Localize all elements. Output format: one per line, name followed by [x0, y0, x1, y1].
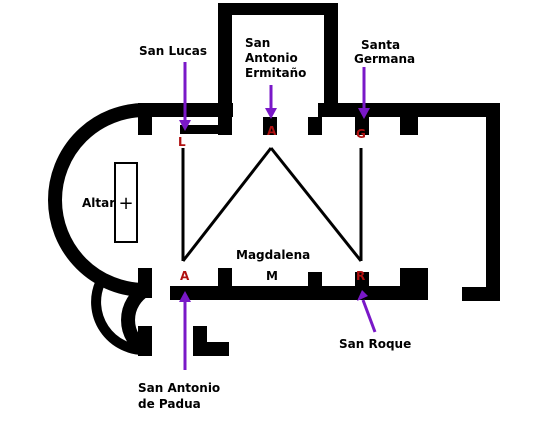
upper-pier-6 — [400, 117, 418, 135]
upper-wall-lower-left — [180, 125, 232, 134]
san-antonio-ermitano-label-3: Ermitaño — [245, 66, 306, 80]
arrowhead-san-lucas — [179, 120, 191, 131]
marker-a-bottom: A — [180, 269, 190, 283]
arrowhead-santa-germana — [358, 108, 370, 119]
side-chapel-wall — [121, 284, 149, 356]
marker-r: R — [356, 269, 365, 283]
arrowhead-san-antonio-padua — [179, 291, 191, 302]
marker-g: G — [356, 127, 366, 141]
vault-ribs — [181, 147, 363, 262]
san-antonio-padua-label-2: de Padua — [138, 397, 201, 411]
marker-l: L — [178, 135, 186, 149]
san-antonio-padua-label-1: San Antonio — [138, 381, 220, 395]
east-wall — [486, 103, 500, 301]
arrowhead-san-roque — [357, 290, 368, 301]
santa-germana-label-2: Germana — [354, 52, 415, 66]
apse-wall — [48, 103, 146, 297]
lower-wall-main — [170, 286, 428, 300]
tower-top-wall — [218, 3, 338, 15]
chapel-wall-bottom — [193, 342, 229, 356]
upper-pier-5 — [355, 117, 369, 135]
san-lucas-label: San Lucas — [139, 44, 207, 58]
arrowhead-san-antonio-ermitano — [265, 108, 277, 119]
lower-pier-3 — [308, 272, 322, 300]
side-chapel-outer — [91, 281, 146, 356]
tower-right-wall — [324, 3, 338, 105]
altar-box — [114, 162, 138, 243]
san-antonio-ermitano-label-2: Antonio — [245, 51, 298, 65]
magdalena-label: Magdalena — [236, 248, 310, 262]
east-wall-foot — [462, 287, 500, 301]
upper-pier-3 — [263, 117, 277, 135]
tower-left-wall — [218, 3, 232, 105]
marker-a-top: A — [267, 124, 277, 138]
upper-wall — [138, 103, 500, 301]
altar-cross: + — [118, 193, 133, 214]
altar-label: Altar — [82, 196, 115, 210]
san-roque-label: San Roque — [339, 337, 411, 351]
marker-m: M — [266, 269, 278, 283]
lower-pier-4 — [355, 272, 369, 300]
tower — [218, 3, 338, 105]
lower-pier-2 — [218, 268, 232, 300]
rib-diagonal-2 — [269, 147, 363, 262]
san-antonio-ermitano-label-1: San — [245, 36, 270, 50]
santa-germana-label-1: Santa — [361, 38, 400, 52]
rib-diagonal-1 — [181, 147, 273, 262]
upper-pier-2 — [218, 103, 232, 135]
upper-pier-4 — [308, 117, 322, 135]
arrows — [179, 62, 377, 370]
arrow-san-roque — [361, 299, 377, 333]
lower-pier-5 — [400, 268, 428, 300]
markers: L A G A M R — [178, 124, 366, 283]
upper-wall-right — [318, 103, 500, 117]
